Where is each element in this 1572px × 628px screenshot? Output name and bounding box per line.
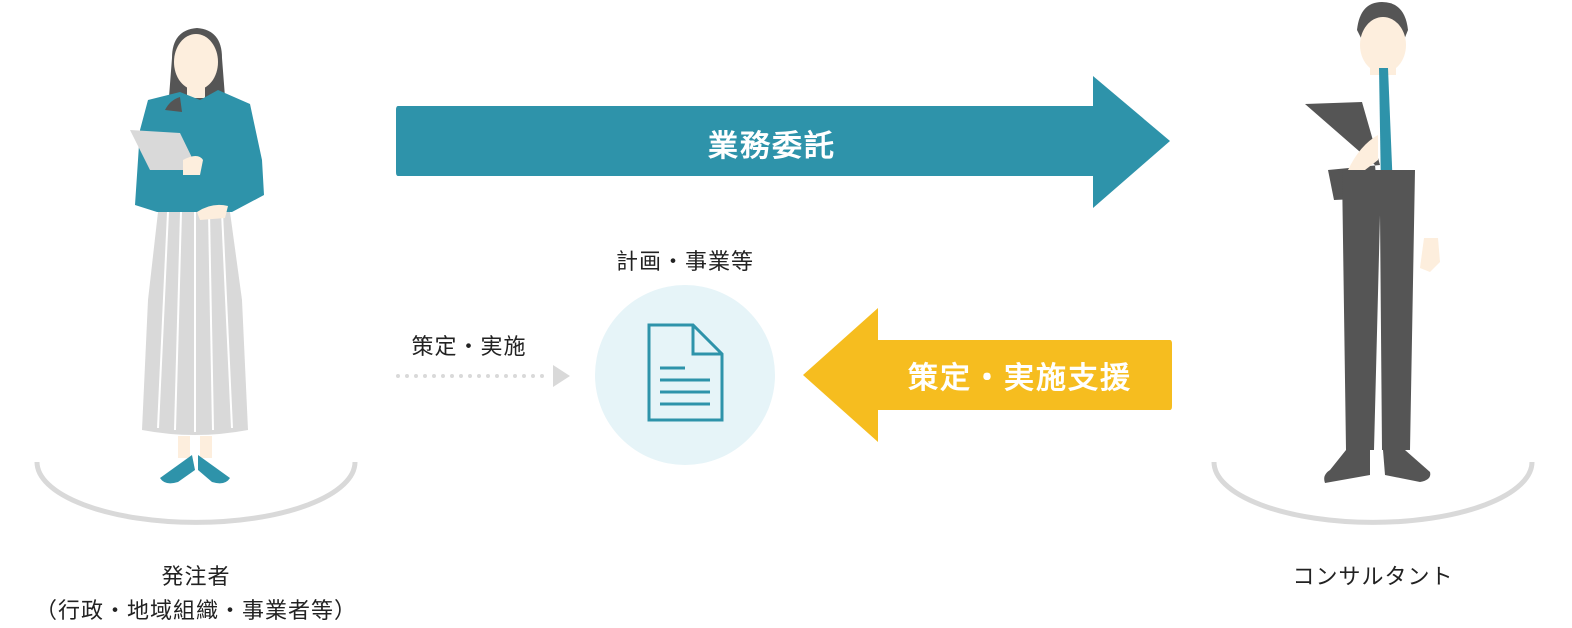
dotted-arrow [396, 365, 570, 387]
document-label: 計画・事業等 [615, 250, 755, 275]
client-figure [130, 28, 264, 484]
client-title: 発注者 [161, 565, 231, 590]
commission-arrow-label: 業務委託 [708, 129, 836, 164]
consultant-title: コンサルタント [1292, 565, 1454, 590]
document-icon [647, 323, 724, 422]
commission-arrow [396, 76, 1170, 208]
consultant-platform [1211, 461, 1535, 525]
support-arrow-label: 策定・実施支援 [908, 361, 1132, 396]
support-arrow [803, 308, 1172, 442]
consultant-figure [1305, 2, 1440, 483]
left-action-label: 策定・実施 [411, 335, 527, 360]
client-subtitle: （行政・地域組織・事業者等） [34, 599, 358, 624]
document-circle [595, 285, 775, 465]
client-platform [34, 461, 358, 525]
